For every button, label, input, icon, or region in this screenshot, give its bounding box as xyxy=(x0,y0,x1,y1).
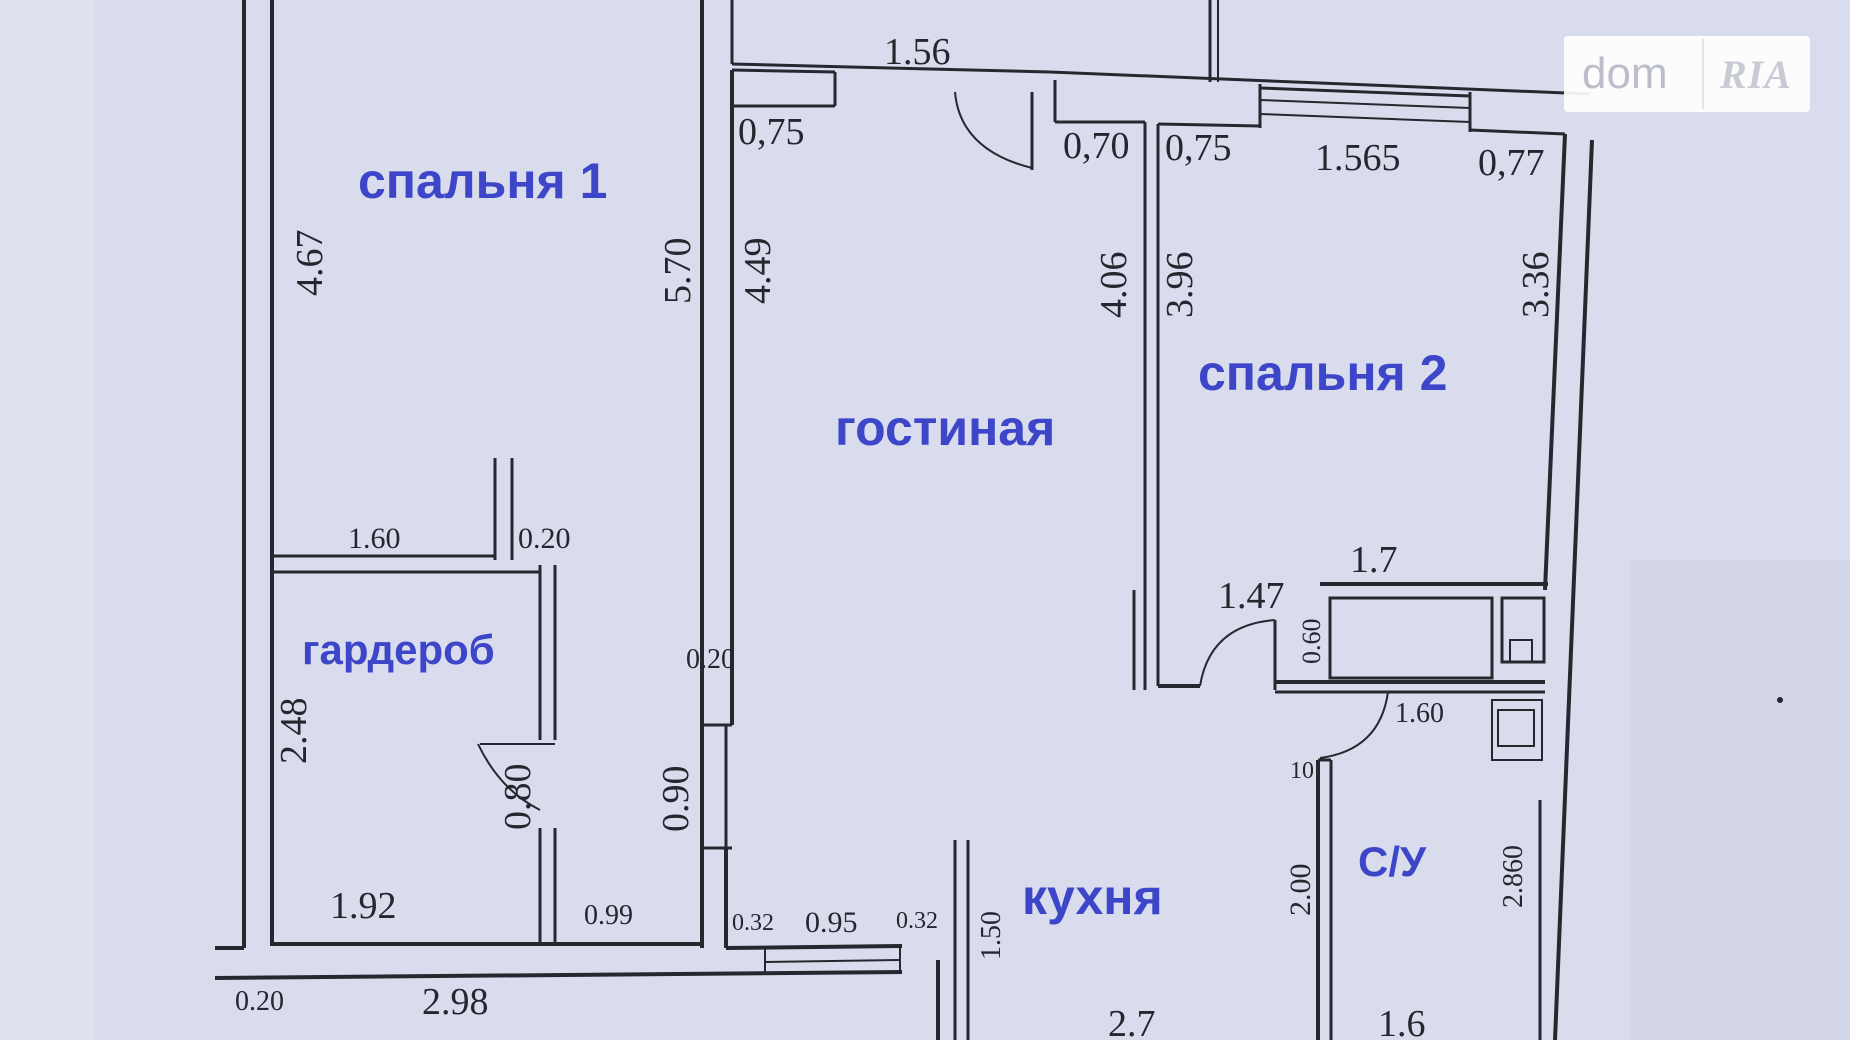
bathroom-door-arc xyxy=(1319,691,1389,759)
dim-10: 10 xyxy=(1290,758,1314,784)
dim-150: 1.50 xyxy=(976,911,1007,960)
closet-box xyxy=(1328,596,1494,680)
window-line-a xyxy=(1259,86,1471,98)
dim-192: 1.92 xyxy=(330,885,397,927)
dim-020-bottom: 0.20 xyxy=(235,986,284,1017)
room-label-bathroom: С/У xyxy=(1358,838,1427,885)
outer-wall-right xyxy=(1553,139,1594,1040)
room-label-living: гостиная xyxy=(835,400,1055,456)
paper-edge-left xyxy=(0,0,95,1040)
walls xyxy=(214,0,1594,1040)
kitchen-window xyxy=(764,959,901,963)
paper-shade-right xyxy=(1630,560,1850,1040)
dim-200: 2.00 xyxy=(1284,864,1317,917)
entry-door-arc xyxy=(954,91,1033,169)
dim-160-corridor: 1.60 xyxy=(1395,698,1444,729)
dim-27: 2.7 xyxy=(1108,1003,1156,1040)
paper-speck xyxy=(1777,697,1783,703)
watermark-brand: dom xyxy=(1582,49,1668,98)
watermark-divider xyxy=(1702,39,1704,109)
top-wall-right-upper xyxy=(1049,70,1591,96)
dim-156: 1.56 xyxy=(884,31,951,73)
dim-075-right: 0,75 xyxy=(1165,127,1232,169)
dim-075-left: 0,75 xyxy=(738,111,805,153)
dim-095: 0.95 xyxy=(805,906,858,939)
dim-449: 4.49 xyxy=(737,238,779,305)
room-label-kitchen: кухня xyxy=(1022,869,1163,925)
dim-032-right: 0.32 xyxy=(896,908,938,934)
watermark-logo: dom RIA xyxy=(1564,36,1810,112)
dim-2860: 2.860 xyxy=(1498,845,1529,908)
watermark-partner: RIA xyxy=(1720,51,1792,97)
dim-248: 2.48 xyxy=(273,698,315,765)
dim-570: 5.70 xyxy=(657,238,699,305)
window-line-c xyxy=(1259,113,1471,123)
bottom-wall-outer xyxy=(214,970,903,980)
sink-box xyxy=(1491,699,1543,761)
bedroom2-door-arc xyxy=(1199,619,1276,687)
dim-17: 1.7 xyxy=(1350,539,1398,581)
dim-406: 4.06 xyxy=(1093,252,1135,319)
room-labels: спальня 1 гостиная спальня 2 гардероб ку… xyxy=(302,153,1447,925)
dim-090: 0.90 xyxy=(655,766,697,833)
sink-bowl xyxy=(1497,709,1535,747)
dim-467: 4.67 xyxy=(289,230,331,297)
pier-077-bottom xyxy=(1469,128,1566,136)
toilet-tank xyxy=(1509,639,1533,663)
room-label-bedroom2: спальня 2 xyxy=(1198,345,1447,401)
top-wall-segment-a xyxy=(731,68,836,74)
window-line-b xyxy=(1259,99,1471,109)
dim-080: 0.80 xyxy=(497,764,539,831)
dim-147: 1.47 xyxy=(1218,575,1285,617)
top-wall-living-upper xyxy=(731,62,1051,74)
dim-020-opening: 0.20 xyxy=(686,644,735,675)
dim-336: 3.36 xyxy=(1515,252,1557,319)
dim-032-left: 0.32 xyxy=(732,910,774,936)
dim-099: 0.99 xyxy=(584,900,633,931)
dim-298: 2.98 xyxy=(422,981,489,1023)
dim-077: 0,77 xyxy=(1478,142,1545,184)
pier-075b-bottom xyxy=(1157,122,1261,128)
dim-16: 1.6 xyxy=(1378,1003,1426,1040)
dim-070: 0,70 xyxy=(1063,125,1130,167)
dim-020-wardrobe: 0.20 xyxy=(518,522,571,555)
wardrobe-door-arc xyxy=(477,743,541,811)
doors xyxy=(477,91,1389,811)
dim-160-wardrobe: 1.60 xyxy=(348,522,401,555)
dim-1565: 1.565 xyxy=(1315,137,1401,179)
dimensions: 1.56 0,75 0,70 0,75 1.565 0,77 4.67 5.70… xyxy=(235,31,1557,1040)
room-label-bedroom1: спальня 1 xyxy=(358,153,607,209)
room-label-wardrobe: гардероб xyxy=(302,626,495,673)
bedroom2-right-wall xyxy=(1543,133,1567,591)
dim-060: 0.60 xyxy=(1297,619,1326,665)
bottom-wall-kitchen xyxy=(725,944,903,950)
dim-396: 3.96 xyxy=(1159,252,1201,319)
